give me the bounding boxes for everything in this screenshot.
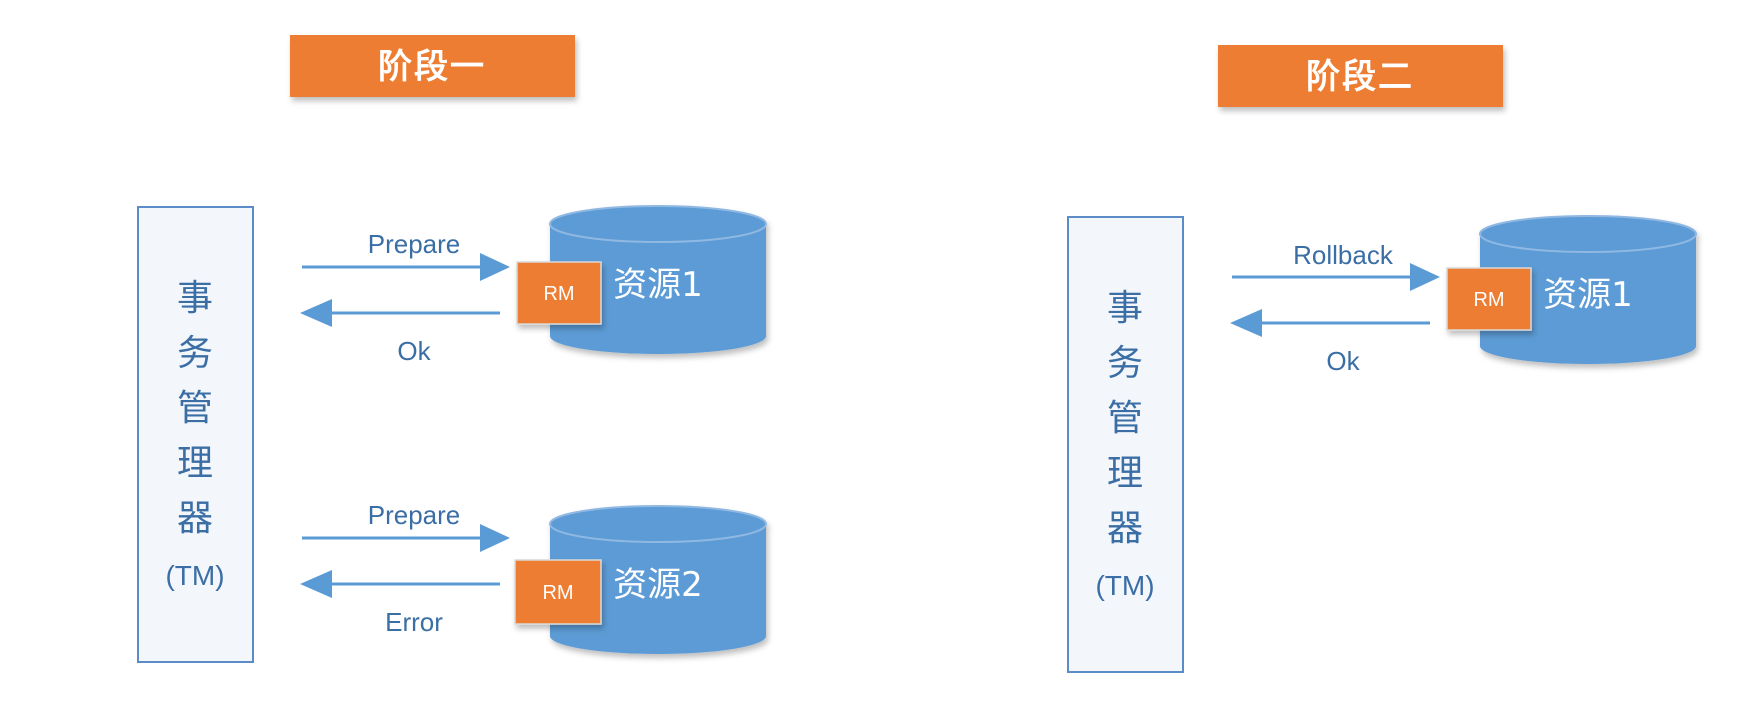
tm-char: 器 <box>177 498 213 539</box>
phase2-group: 阶段二 事 务 管 理 器 (TM) Rollback Ok 资源1 <box>1067 45 1697 673</box>
response-label: Ok <box>397 336 431 366</box>
phase2-title-box: 阶段二 <box>1218 45 1503 107</box>
response-label: Ok <box>1326 346 1360 376</box>
tm-char: 管 <box>1107 398 1143 439</box>
request-label: Prepare <box>368 229 461 259</box>
left-arrow-icon <box>300 299 332 327</box>
rm-box: RM <box>514 559 602 625</box>
phase1-group: 阶段一 事 务 管 理 器 (TM) Prepare Ok 资源1 <box>137 35 767 663</box>
tm-char: 务 <box>1107 343 1143 384</box>
request-label: Prepare <box>368 500 461 530</box>
right-arrow-icon <box>1410 263 1440 291</box>
right-arrow-icon <box>480 524 510 552</box>
request-label: Rollback <box>1293 240 1394 270</box>
phase1-flow-1: Prepare Ok 资源1 RM <box>300 205 767 366</box>
left-arrow-icon <box>1230 309 1262 337</box>
phase1-title-box: 阶段一 <box>290 35 575 97</box>
database-icon <box>549 205 767 354</box>
tm-char: 理 <box>177 443 213 484</box>
resource-label: 资源1 <box>1543 275 1633 315</box>
rm-label: RM <box>543 283 574 305</box>
tm-char: 务 <box>177 333 213 374</box>
right-arrow-icon <box>480 253 510 281</box>
tm-char: 管 <box>177 388 213 429</box>
rm-label: RM <box>542 582 573 604</box>
tm-sub: (TM) <box>165 560 224 591</box>
phase1-title: 阶段一 <box>378 47 486 87</box>
response-label: Error <box>385 607 443 637</box>
rm-box: RM <box>516 261 602 325</box>
resource-label: 资源2 <box>613 565 703 605</box>
database-icon <box>549 505 767 654</box>
resource-label: 资源1 <box>613 265 703 305</box>
phase2-tm-box: 事 务 管 理 器 (TM) <box>1067 216 1184 673</box>
tm-char: 事 <box>177 278 213 319</box>
phase2-flow-1: Rollback Ok 资源1 RM <box>1230 215 1697 376</box>
tm-sub: (TM) <box>1095 570 1154 601</box>
phase1-tm-box: 事 务 管 理 器 (TM) <box>137 206 254 663</box>
rm-label: RM <box>1473 289 1504 311</box>
phase1-flow-2: Prepare Error 资源2 RM <box>300 500 767 654</box>
left-arrow-icon <box>300 570 332 598</box>
phase2-title: 阶段二 <box>1306 57 1414 97</box>
tm-char: 器 <box>1107 508 1143 549</box>
tm-char: 理 <box>1107 453 1143 494</box>
database-icon <box>1479 215 1697 364</box>
rm-box: RM <box>1446 267 1532 331</box>
tm-char: 事 <box>1107 288 1143 329</box>
